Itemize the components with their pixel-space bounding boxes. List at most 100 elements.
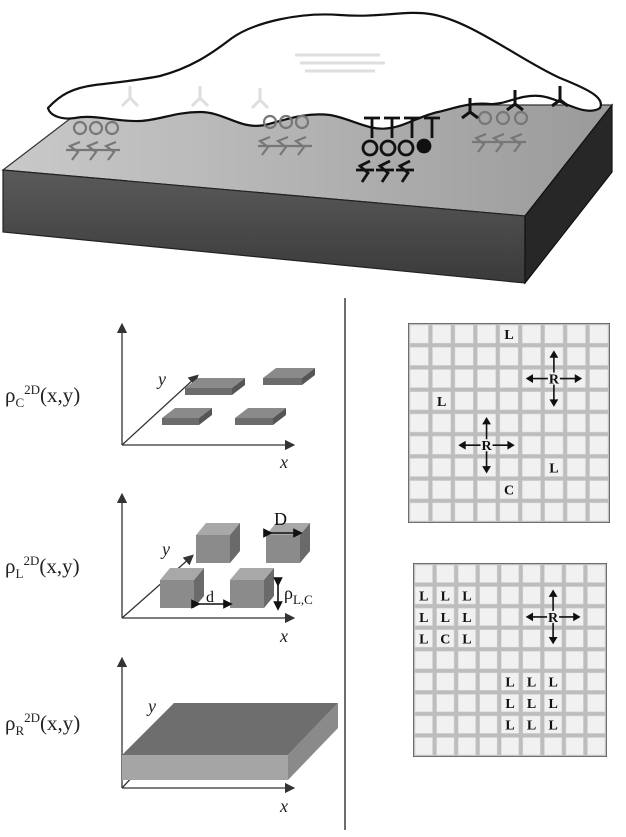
- grid-cell: [414, 672, 433, 691]
- grid-cell: [587, 737, 606, 756]
- grid-cell: [499, 346, 519, 366]
- grid-label: L: [462, 589, 471, 604]
- grid-cell: [436, 737, 455, 756]
- grid-cell: [436, 607, 455, 626]
- grid-cell: [544, 413, 564, 433]
- grid-cell: [589, 391, 609, 411]
- grid-cell: [521, 413, 541, 433]
- rho-c-equation: ρC2D(x,y): [5, 382, 81, 411]
- grid-cell: [587, 715, 606, 734]
- grid-cell: [414, 586, 433, 605]
- grid-cell: [454, 502, 474, 522]
- grid-cell: [521, 502, 541, 522]
- grid-label: L: [527, 676, 536, 691]
- grid-label: L: [441, 611, 450, 626]
- rho-r-equation: ρR2D(x,y): [5, 710, 81, 739]
- grid-label: L: [548, 719, 557, 734]
- grid-cell: [566, 458, 586, 477]
- grid-cell: [479, 694, 498, 713]
- grid-cell: [500, 715, 520, 734]
- grid-cell: [454, 413, 474, 433]
- grid-cell: [409, 435, 429, 455]
- grid-cell: [544, 694, 563, 713]
- y-axis-label: y: [160, 539, 170, 559]
- grid-cell: [589, 502, 609, 522]
- grid-cell: [479, 586, 498, 605]
- grid-cell: [479, 737, 498, 756]
- rho-l-plot: y x D d ρL,C: [116, 492, 313, 646]
- grid-cell: [565, 694, 584, 713]
- cell-on-substrate-illustration: [1, 11, 614, 285]
- grid-cell: [432, 391, 452, 411]
- grid-cell: [477, 391, 497, 411]
- grid-cell: [587, 672, 606, 691]
- density-plots: y x y x D d ρL,C y x: [116, 322, 338, 816]
- ligand-anchors-right: [461, 86, 569, 120]
- grid-label: L: [527, 719, 536, 734]
- grid-cell: [409, 502, 429, 522]
- grid-cell: [436, 694, 455, 713]
- grid-cell: [409, 324, 429, 344]
- grid-cell: [454, 324, 474, 344]
- grid-cell: [587, 607, 606, 626]
- grid-cell: [432, 435, 452, 455]
- grid-cell: [587, 629, 606, 648]
- grid-label: L: [437, 395, 446, 410]
- grid-label: L: [419, 589, 428, 604]
- grid-cell: [589, 346, 609, 366]
- grid-cell: [499, 413, 519, 433]
- grid-cell: [589, 369, 609, 388]
- grid-cell: [499, 458, 519, 477]
- grid-cell: [457, 629, 476, 648]
- receptor-cluster-bound: [356, 116, 440, 183]
- grid-cell: [565, 672, 584, 691]
- grid-cell: [566, 480, 586, 500]
- substrate-side-face: [524, 103, 613, 285]
- grid-cell: [587, 694, 606, 713]
- ligand-density-blocks: [160, 523, 310, 608]
- grid-label: C: [504, 484, 514, 499]
- grid-cell: [522, 586, 541, 605]
- receptor-mobility-arrows: [525, 350, 583, 407]
- grid-cell: [544, 564, 563, 583]
- grid-cell: [414, 629, 433, 648]
- grid-cell: [566, 413, 586, 433]
- grid-cell: [499, 502, 519, 522]
- grid-cell: [565, 737, 584, 756]
- grid-cell: [409, 391, 429, 411]
- rho-height-label: ρL,C: [284, 583, 313, 607]
- grid-cell: [409, 346, 429, 366]
- grid-cell: [479, 650, 498, 670]
- y-axis-label: y: [156, 369, 166, 389]
- grid-cell: [565, 715, 584, 734]
- grid-label: L: [527, 697, 536, 712]
- rho-l-equation: ρL2D(x,y): [5, 553, 80, 582]
- grid-cell: [454, 458, 474, 477]
- grid-cell: [479, 715, 498, 734]
- grid-cell: [432, 502, 452, 522]
- rho-c-plot: y x: [116, 322, 315, 472]
- grid-label: L: [504, 328, 513, 343]
- cell-density-blocks: [162, 368, 315, 425]
- cell-internal-structures: [120, 53, 385, 110]
- grid-cell: [457, 607, 476, 626]
- grid-cell: [589, 458, 609, 477]
- grid-cell: [522, 737, 541, 756]
- grid-cell: [414, 737, 433, 756]
- grid-cell: [521, 435, 541, 455]
- grid-cell: [414, 607, 433, 626]
- grid-cell: [499, 369, 519, 388]
- grid-cell: [544, 458, 564, 477]
- grid-cell: [436, 672, 455, 691]
- grid-cell: [521, 480, 541, 500]
- grid-label: L: [505, 697, 514, 712]
- grid-label: L: [549, 461, 558, 476]
- grid-cell: [544, 737, 563, 756]
- grid-label: R: [549, 373, 560, 388]
- grid-cell: [454, 480, 474, 500]
- grid-cell: [409, 369, 429, 388]
- grid-cell: [587, 586, 606, 605]
- grid-cell: [414, 564, 433, 583]
- grid-cell: [522, 672, 541, 691]
- grid-label: L: [419, 632, 428, 647]
